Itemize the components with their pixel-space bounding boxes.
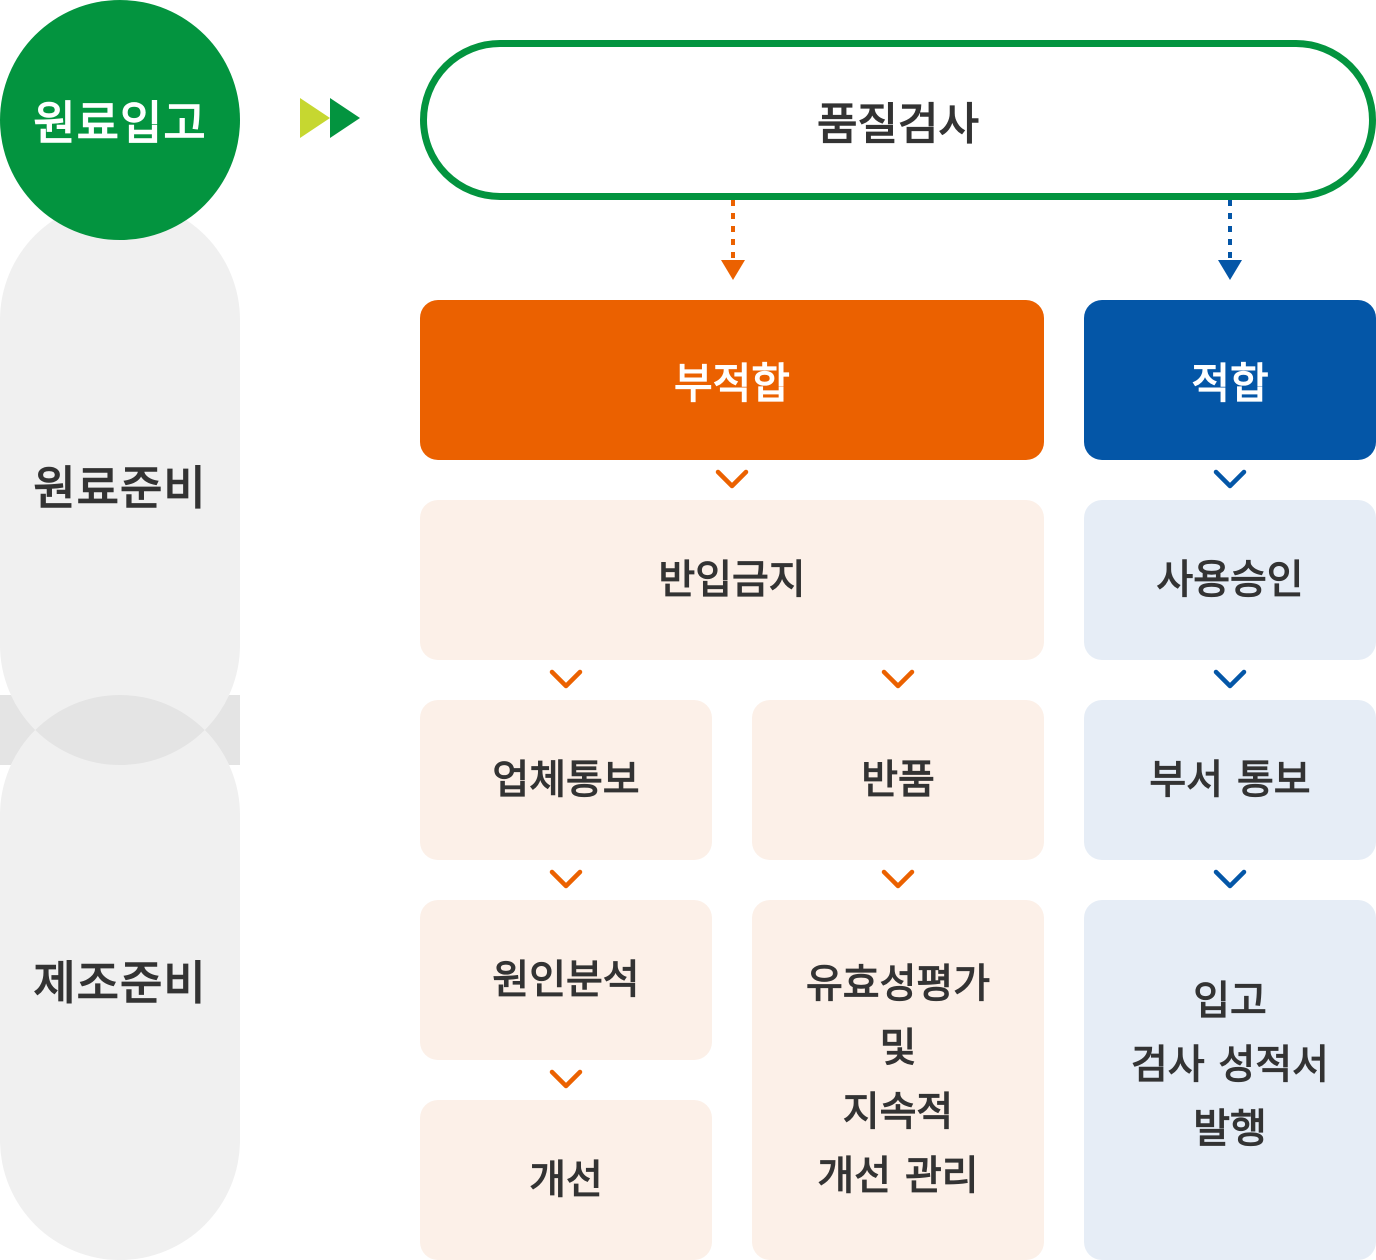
approval-box: 사용승인 xyxy=(1084,500,1376,660)
chevron-down-icon xyxy=(1213,669,1247,689)
stage-intake-label: 원료입고 xyxy=(33,96,207,150)
improvement-box: 개선 xyxy=(420,1100,712,1260)
stage-intake-circle: 원료입고 xyxy=(0,0,240,240)
improvement-label: 개선 xyxy=(529,1157,603,1203)
inspection-box: 품질검사 xyxy=(420,40,1376,200)
dept-notice-label: 부서 통보 xyxy=(1149,757,1311,803)
effectiveness-box: 유효성평가 및 지속적 개선 관리 xyxy=(752,900,1044,1260)
inspection-label: 품질검사 xyxy=(817,99,979,150)
effectiveness-line-4: 개선 관리 xyxy=(817,1153,979,1199)
conforming-header: 적합 xyxy=(1084,300,1376,460)
report-box: 입고 검사 성적서 발행 xyxy=(1084,900,1376,1260)
effectiveness-line-1: 유효성평가 xyxy=(806,961,990,1007)
vendor-notice-box: 업체통보 xyxy=(420,700,712,860)
chevron-down-icon xyxy=(1213,469,1247,489)
effectiveness-line-3: 지속적 xyxy=(842,1089,954,1135)
chevron-down-icon xyxy=(549,869,583,889)
report-line-2: 검사 성적서 xyxy=(1131,1042,1329,1088)
stage-manufacture: 제조준비 xyxy=(0,935,240,1025)
chevron-down-icon xyxy=(549,1069,583,1089)
double-arrow-icon xyxy=(300,98,360,138)
stage-prep-label: 원료준비 xyxy=(33,461,207,515)
report-line-1: 입고 xyxy=(1193,978,1267,1024)
approval-label: 사용승인 xyxy=(1156,557,1304,603)
conforming-label: 적합 xyxy=(1191,358,1269,408)
nonconforming-header: 부적합 xyxy=(420,300,1044,460)
chevron-down-icon xyxy=(715,469,749,489)
cause-analysis-label: 원인분석 xyxy=(492,957,640,1003)
chevron-down-icon xyxy=(881,869,915,889)
dashed-arrow-orange xyxy=(721,200,745,280)
report-line-3: 발행 xyxy=(1193,1106,1267,1152)
dept-notice-box: 부서 통보 xyxy=(1084,700,1376,860)
return-box: 반품 xyxy=(752,700,1044,860)
nonconforming-label: 부적합 xyxy=(674,358,790,408)
stage-manufacture-label: 제조준비 xyxy=(33,956,207,1010)
dashed-arrow-blue xyxy=(1218,200,1242,280)
chevron-down-icon xyxy=(549,669,583,689)
stage-overlap xyxy=(0,695,240,765)
stage-prep: 원료준비 xyxy=(0,440,240,530)
ban-label: 반입금지 xyxy=(658,557,806,603)
chevron-down-icon xyxy=(1213,869,1247,889)
stage-manufacture-pill xyxy=(0,695,240,1260)
stage-prep-pill xyxy=(0,200,240,765)
cause-analysis-box: 원인분석 xyxy=(420,900,712,1060)
return-label: 반품 xyxy=(861,757,935,803)
effectiveness-line-2: 및 xyxy=(879,1025,917,1071)
chevron-down-icon xyxy=(881,669,915,689)
vendor-notice-label: 업체통보 xyxy=(492,757,640,803)
ban-box: 반입금지 xyxy=(420,500,1044,660)
